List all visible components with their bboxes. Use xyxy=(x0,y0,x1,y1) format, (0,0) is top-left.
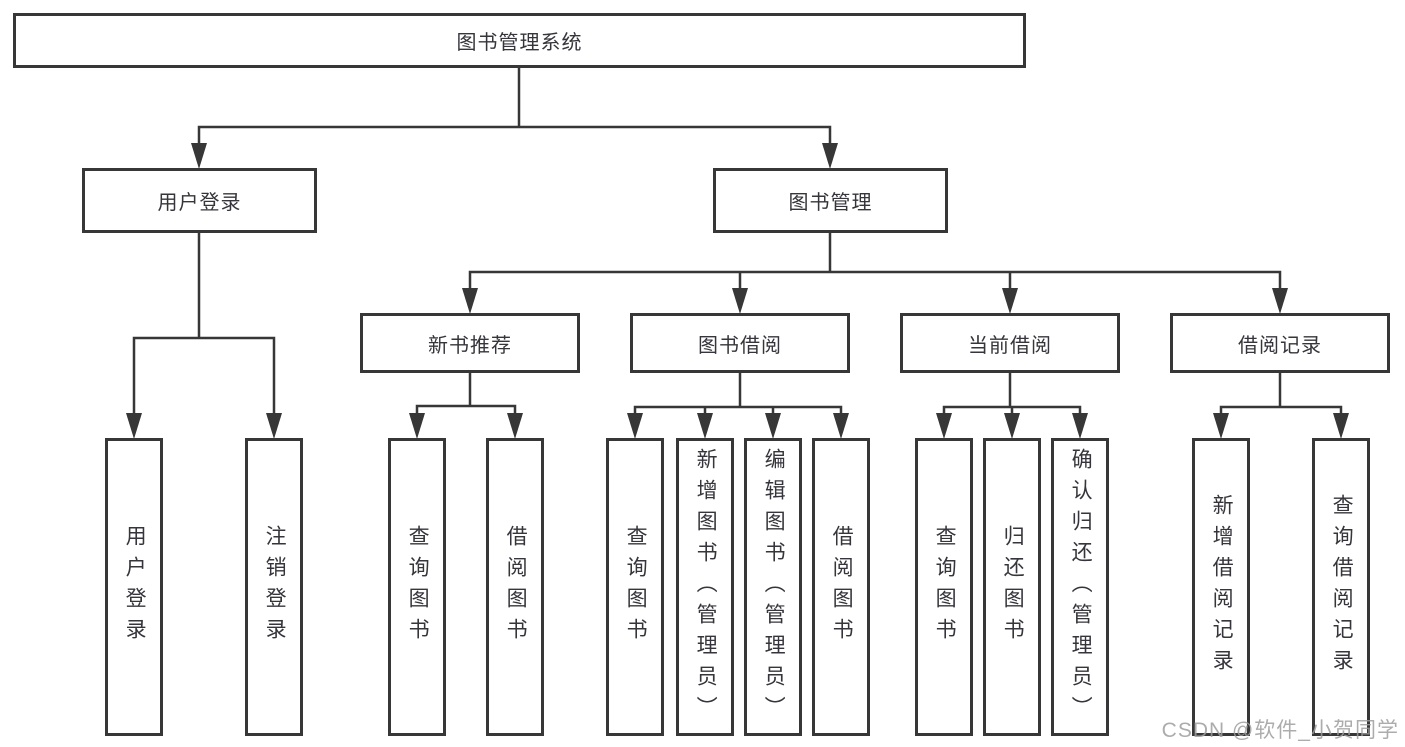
leaf-borrow-query-books: 查询图书 xyxy=(606,438,664,736)
leaf-logout: 注销登录 xyxy=(245,438,303,736)
leaf-label: 查询图书 xyxy=(933,525,957,649)
leaf-label: 借阅图书 xyxy=(830,525,854,649)
leaf-label: 新增借阅记录 xyxy=(1210,494,1234,680)
node-book-management-system: 图书管理系统 xyxy=(13,13,1026,68)
node-book-management: 图书管理 xyxy=(713,168,948,233)
node-label: 借阅记录 xyxy=(1238,334,1322,357)
leaf-current-query-books: 查询图书 xyxy=(915,438,973,736)
leaf-newbooks-borrow-books: 借阅图书 xyxy=(486,438,544,736)
node-label: 图书借阅 xyxy=(698,334,782,357)
leaf-label: 查询图书 xyxy=(406,525,430,649)
node-label: 图书管理系统 xyxy=(456,32,583,54)
leaf-records-add-record: 新增借阅记录 xyxy=(1192,438,1250,736)
leaf-label: 新增图书（管理员） xyxy=(694,447,718,727)
leaf-user-login: 用户登录 xyxy=(105,438,163,736)
leaf-label: 查询借阅记录 xyxy=(1330,494,1354,680)
node-label: 新书推荐 xyxy=(428,334,512,357)
connector-newbooks-tee xyxy=(415,404,517,416)
node-user-login: 用户登录 xyxy=(82,168,317,233)
leaf-borrow-add-books-admin: 新增图书（管理员） xyxy=(676,438,734,736)
leaf-label: 注销登录 xyxy=(263,525,287,649)
leaf-records-query-record: 查询借阅记录 xyxy=(1312,438,1370,736)
connector-root-tee xyxy=(197,125,832,146)
connector-login-tee xyxy=(132,336,276,416)
connector-records-tee xyxy=(1219,405,1343,416)
leaf-current-confirm-return-admin: 确认归还（管理员） xyxy=(1051,438,1109,736)
node-new-book-recommend: 新书推荐 xyxy=(360,313,580,373)
node-book-borrowing: 图书借阅 xyxy=(630,313,850,373)
leaf-label: 查询图书 xyxy=(624,525,648,649)
node-label: 图书管理 xyxy=(788,192,873,214)
leaf-label: 确认归还（管理员） xyxy=(1069,447,1093,727)
leaf-label: 编辑图书（管理员） xyxy=(762,447,786,727)
connector-mgmt-tee xyxy=(468,270,1282,291)
node-borrow-records: 借阅记录 xyxy=(1170,313,1390,373)
leaf-label: 归还图书 xyxy=(1001,525,1025,649)
csdn-watermark: CSDN @软件_小贺同学 xyxy=(1161,719,1399,742)
leaf-newbooks-query-books: 查询图书 xyxy=(388,438,446,736)
leaf-borrow-edit-books-admin: 编辑图书（管理员） xyxy=(744,438,802,736)
node-label: 当前借阅 xyxy=(968,334,1052,357)
leaf-label: 借阅图书 xyxy=(504,525,528,649)
leaf-current-return-books: 归还图书 xyxy=(983,438,1041,736)
leaf-borrow-borrow-books: 借阅图书 xyxy=(812,438,870,736)
leaf-label: 用户登录 xyxy=(123,525,147,649)
node-label: 用户登录 xyxy=(157,192,242,214)
node-current-borrowing: 当前借阅 xyxy=(900,313,1120,373)
connector-borrow-tee xyxy=(633,405,843,416)
